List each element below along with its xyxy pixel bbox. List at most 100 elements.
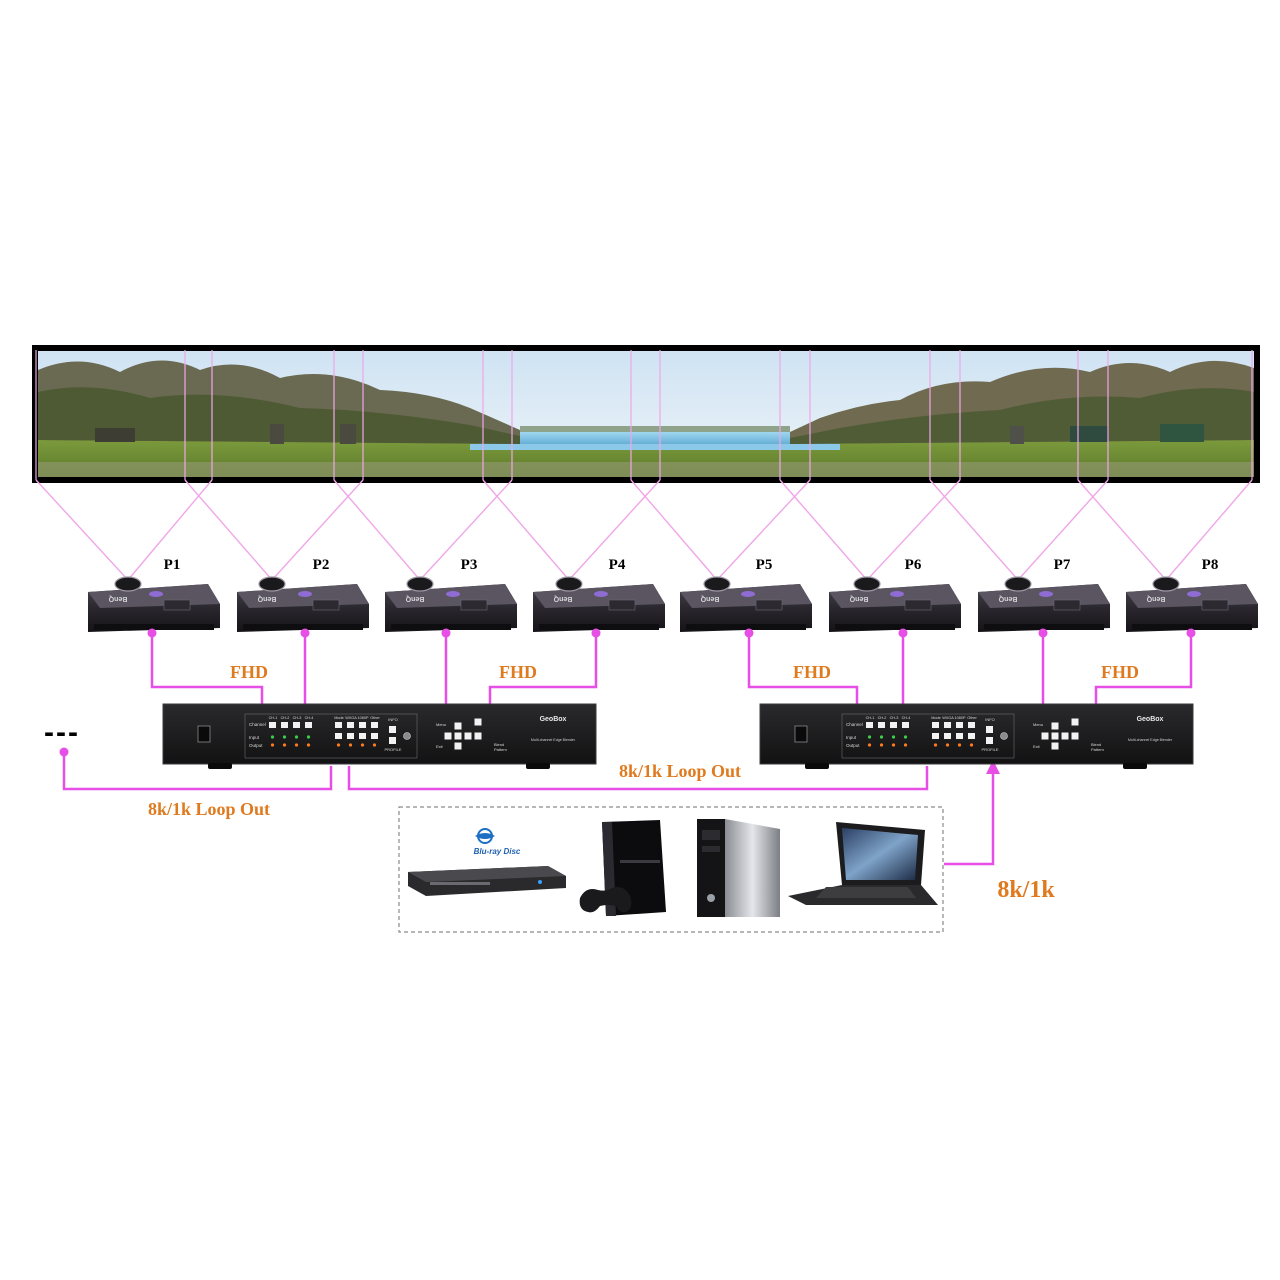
- nav-button: [1071, 718, 1079, 726]
- blend-label: Blend: [1091, 742, 1101, 747]
- source-input-label: 8k/1k: [997, 877, 1055, 903]
- mode-button: [932, 733, 939, 739]
- control-panel: [312, 599, 340, 611]
- nav-button: [454, 722, 462, 730]
- game-console-icon: [579, 820, 666, 916]
- mode-button: [932, 722, 939, 728]
- loop-out-label-left: 8k/1k Loop Out: [148, 799, 270, 819]
- link-p4: [488, 633, 598, 704]
- input-led-icon: [282, 735, 287, 739]
- beam-line-left: [779, 479, 868, 581]
- processor-foot: [526, 763, 550, 769]
- mode-label: 1080P: [955, 716, 966, 720]
- connector-dot: [1038, 628, 1048, 638]
- control-panel: [755, 599, 783, 611]
- projector-beams: [35, 479, 1253, 581]
- input-led-icon: [903, 735, 908, 739]
- mode-button: [347, 722, 354, 728]
- status-light-icon: [446, 591, 460, 597]
- menu-label: Menu: [1033, 722, 1043, 727]
- channel-panel: [244, 713, 418, 759]
- nav-button: [1061, 732, 1069, 740]
- nav-button: [1051, 742, 1059, 750]
- lens-icon: [1004, 576, 1032, 592]
- control-panel: [904, 599, 932, 611]
- lens-icon: [406, 576, 434, 592]
- processor-foot: [805, 763, 829, 769]
- nav-button: [464, 732, 472, 740]
- connector-dot: [441, 628, 451, 638]
- connector-dot: [1186, 628, 1196, 638]
- status-led-icon: [348, 743, 353, 747]
- channel-button: [878, 722, 885, 728]
- projector-base: [94, 624, 214, 630]
- info-label: INFO: [985, 717, 995, 722]
- selector-knob-icon: [1000, 732, 1008, 740]
- input-led-icon: [867, 735, 872, 739]
- channel-button: [305, 722, 312, 728]
- loop-out-label-middle: 8k/1k Loop Out: [619, 761, 741, 781]
- exit-label: Exit: [436, 744, 444, 749]
- exit-label: Exit: [1033, 744, 1041, 749]
- projection-overlap-lines: [35, 350, 1253, 480]
- channel-label: CH-3: [293, 716, 302, 720]
- link-labels: FHD FHD FHD FHD 8k/1k Loop Out 8k/1k Loo…: [44, 662, 1139, 903]
- beam-line-left: [630, 479, 718, 581]
- projector-base: [1132, 624, 1252, 630]
- mode-button: [371, 733, 378, 739]
- mode-label: WXGA: [942, 716, 954, 720]
- status-led-icon: [945, 743, 950, 747]
- output-led-icon: [282, 743, 287, 747]
- processor-model: Multi-channel Edge Blender: [1128, 738, 1173, 742]
- beam-line-left: [35, 479, 129, 581]
- projector-base: [686, 624, 806, 630]
- status-led-icon: [372, 743, 377, 747]
- channel-button: [281, 722, 288, 728]
- beam-line-left: [333, 479, 421, 581]
- control-panel: [163, 599, 191, 611]
- screen-canal: [470, 432, 840, 446]
- mode-button: [359, 733, 366, 739]
- fhd-label-4: FHD: [1101, 662, 1139, 682]
- channel-label: CH-2: [281, 716, 290, 720]
- nav-button: [474, 732, 482, 740]
- lens-icon: [853, 576, 881, 592]
- output-led-icon: [270, 743, 275, 747]
- beam-line-left: [1077, 479, 1167, 581]
- profile-label: PROFILE: [981, 747, 998, 752]
- processor-brand: GeoBox: [540, 716, 567, 723]
- projector-label: P8: [1202, 557, 1219, 573]
- control-panel: [1053, 599, 1081, 611]
- output-led-icon: [306, 743, 311, 747]
- row-label: Output: [249, 743, 263, 748]
- projector-brand: BenQ: [257, 595, 276, 602]
- power-switch-icon: [794, 725, 808, 743]
- desktop-tower-icon: [697, 819, 780, 917]
- beam-line-right: [1165, 479, 1253, 581]
- status-led-icon: [933, 743, 938, 747]
- panoramic-screen: [32, 345, 1260, 483]
- projector-brand: BenQ: [1146, 595, 1165, 602]
- bluray-logo-text: Blu-ray Disc: [474, 847, 521, 856]
- projector-brand: BenQ: [553, 595, 572, 602]
- channel-button: [269, 722, 276, 728]
- projector-base: [243, 624, 363, 630]
- row-label: Channel: [846, 722, 863, 727]
- projector-8: BenQ P8: [1126, 557, 1258, 632]
- connector-dot: [591, 628, 601, 638]
- power-switch-icon: [197, 725, 211, 743]
- channel-label: CH-4: [305, 716, 314, 720]
- link-p1: [150, 633, 264, 704]
- nav-button: [1051, 722, 1059, 730]
- menu-label: Menu: [436, 722, 446, 727]
- mode-button: [968, 733, 975, 739]
- status-light-icon: [1039, 591, 1053, 597]
- control-panel: [608, 599, 636, 611]
- input-led-icon: [270, 735, 275, 739]
